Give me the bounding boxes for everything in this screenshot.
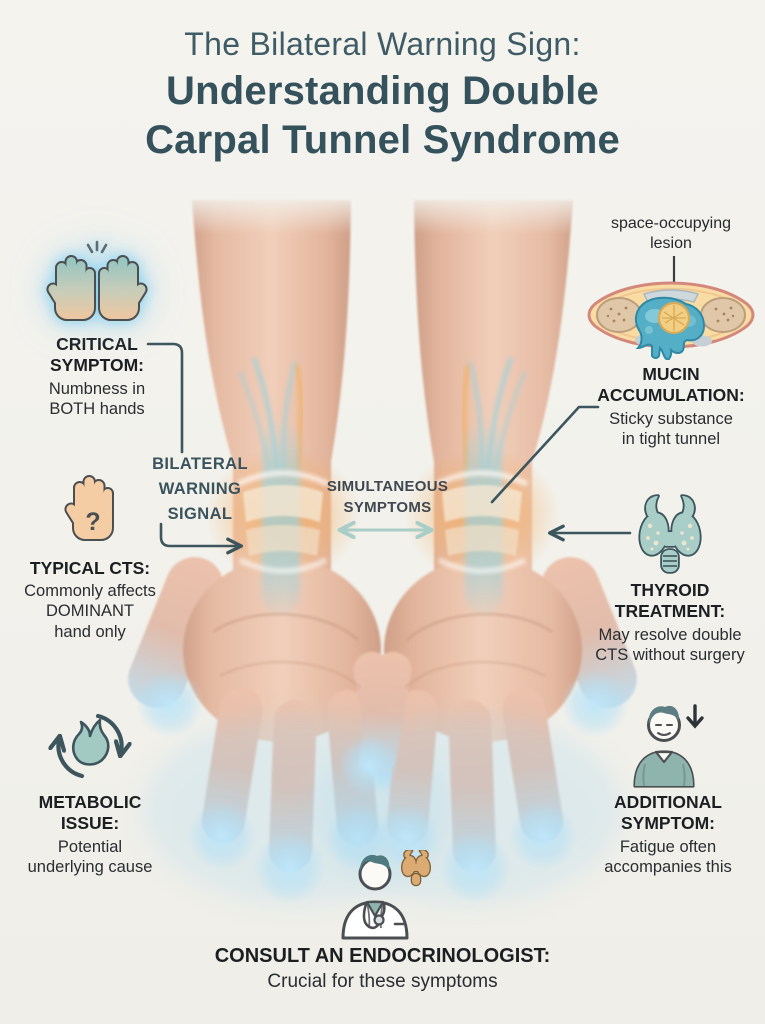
callout-heading: ADDITIONAL SYMPTOM: <box>614 792 722 834</box>
critical-symptom-connector <box>146 342 184 454</box>
bilateral-warning-label: BILATERAL WARNING SIGNAL <box>152 455 248 523</box>
mucin-connector <box>490 405 600 504</box>
trachea-rings <box>663 555 677 567</box>
callout-body: Potential underlying cause <box>27 837 153 876</box>
fatigued-person-icon <box>633 704 704 788</box>
metabolism-flame <box>71 718 110 766</box>
callout-lesion: space-occupying lesion <box>585 214 757 449</box>
callout-critical-symptom: CRITICAL SYMPTOM: Numbness in BOTH hands <box>15 238 179 419</box>
bilateral-signal-arrow <box>159 522 244 555</box>
callout-typical-cts: ? TYPICAL CTS: Commonly affects DOMINANT… <box>10 468 170 642</box>
callout-body: Crucial for these symptoms <box>267 971 498 993</box>
thyroid-texture <box>646 523 694 551</box>
raised-hands-icon <box>45 240 149 321</box>
alert-rays <box>86 240 108 254</box>
callout-additional-symptom: ADDITIONAL SYMPTOM: Fatigue often accomp… <box>582 700 754 877</box>
callout-body: Sticky substance in tight tunnel <box>609 409 733 448</box>
callout-body: Numbness in BOTH hands <box>48 379 146 418</box>
carpal-cross-section-icon <box>587 256 755 360</box>
lesion-fibers <box>662 305 686 331</box>
page-title: The Bilateral Warning Sign: Understandin… <box>0 26 765 165</box>
metabolic-cycle-icon <box>48 713 132 779</box>
simultaneous-symptoms-label: SIMULTANEOUS SYMPTOMS <box>326 478 449 516</box>
callout-consult-endocrinologist: CONSULT AN ENDOCRINOLOGIST: Crucial for … <box>180 850 585 994</box>
callout-thyroid-treatment: THYROID TREATMENT: May resolve double CT… <box>586 488 754 665</box>
fatigue-down-arrow <box>686 704 704 729</box>
callout-body: Fatigue often accompanies this <box>604 837 732 876</box>
callout-heading: CONSULT AN ENDOCRINOLOGIST: <box>214 945 551 967</box>
thyroid-icon <box>635 494 705 574</box>
callout-heading: MUCIN ACCUMULATION: <box>597 364 745 406</box>
question-mark: ? <box>85 508 100 536</box>
arm-top-fade <box>140 192 630 234</box>
lesion-label: space-occupying lesion <box>610 215 732 252</box>
bone-speckles <box>606 306 735 323</box>
callout-metabolic-issue: METABOLIC ISSUE: Potential underlying ca… <box>8 704 172 877</box>
callout-heading: TYPICAL CTS: <box>29 558 151 578</box>
doctor-endocrinologist-icon <box>341 850 433 940</box>
callout-heading: CRITICAL SYMPTOM: <box>50 334 144 376</box>
callout-heading: METABOLIC ISSUE: <box>38 792 142 834</box>
hand-question-icon: ? <box>62 475 114 541</box>
title-main: Understanding Double Carpal Tunnel Syndr… <box>145 69 620 162</box>
tired-face <box>655 724 673 736</box>
callout-body: May resolve double CTS without surgery <box>595 625 745 664</box>
callout-heading: THYROID TREATMENT: <box>614 580 726 622</box>
thyroid-symbol <box>398 850 433 887</box>
callout-body: Commonly affects DOMINANT hand only <box>24 582 156 641</box>
title-subline: The Bilateral Warning Sign: <box>184 26 581 62</box>
